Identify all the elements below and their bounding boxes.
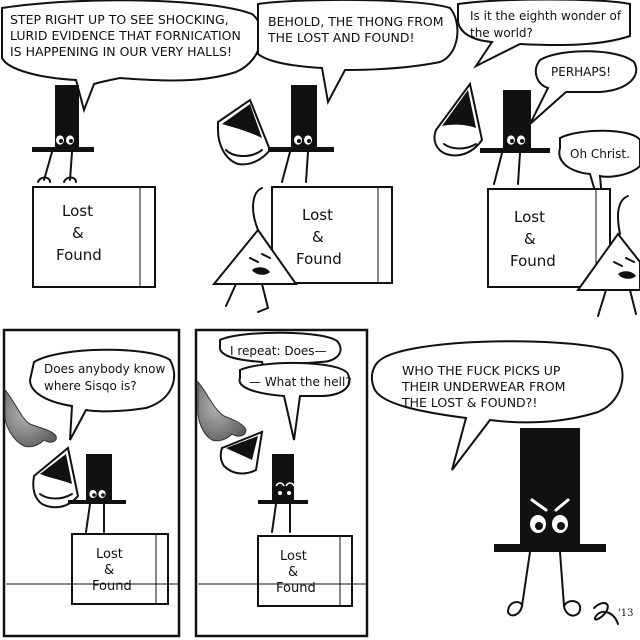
- speech-bubble-3c: [558, 129, 640, 223]
- box-label: &: [312, 228, 324, 246]
- speech-text: I repeat: Does—: [230, 344, 327, 358]
- speech-text: where Sisqo is?: [44, 379, 137, 393]
- speech-text: Is it the eighth wonder of: [470, 9, 622, 23]
- box-label: &: [288, 565, 298, 580]
- box-label: Lost: [280, 549, 307, 564]
- speech-text: Does anybody know: [44, 362, 165, 376]
- thong-held: [32, 446, 80, 509]
- arm: [197, 380, 247, 442]
- thong-held: [433, 81, 484, 157]
- panel-4: Does anybody know where Sisqo is? Lost &…: [2, 328, 181, 638]
- speech-bubble-2: [257, 0, 459, 106]
- thong-held: [217, 98, 272, 166]
- panel-1: STEP RIGHT UP TO SEE SHOCKING, LURID EVI…: [0, 0, 263, 288]
- box-label: Lost: [62, 202, 93, 220]
- panel-2: BEHOLD, THE THONG FROM THE LOST AND FOUN…: [211, 0, 459, 313]
- lost-and-found-box: Lost & Found: [32, 186, 156, 288]
- panel-6: WHO THE FUCK PICKS UP THEIR UNDERWEAR FR…: [370, 340, 633, 625]
- top-hat-character: [268, 85, 334, 183]
- top-hat-character: [32, 85, 94, 183]
- panel-3: Is it the eighth wonder of the world? PE…: [433, 0, 640, 317]
- box-label: Lost: [96, 547, 123, 562]
- lost-and-found-box: Lost & Found: [71, 533, 169, 605]
- speech-bubble-4: [28, 348, 176, 441]
- lost-and-found-box: Lost & Found: [271, 186, 393, 284]
- speech-bubble-5a: [218, 331, 342, 381]
- speech-text: — What the hell?: [249, 375, 352, 389]
- arm: [4, 388, 57, 448]
- speech-bubble-3a: [457, 0, 631, 69]
- speech-text: BEHOLD, THE THONG FROM: [268, 14, 444, 29]
- box-label: Lost: [514, 208, 545, 226]
- signature-year: '13: [618, 608, 633, 619]
- speech-bubble-3b: [529, 50, 637, 125]
- top-hat-character: [68, 454, 126, 533]
- box-label: &: [104, 563, 114, 578]
- speech-text: THE LOST AND FOUND!: [267, 30, 414, 45]
- thong-held: [219, 430, 264, 475]
- box-label: Found: [276, 581, 316, 596]
- speech-text: Oh Christ.: [570, 147, 630, 161]
- triangle-character: [211, 187, 298, 313]
- speech-text: THEIR UNDERWEAR FROM: [401, 379, 565, 394]
- top-hat-character: [258, 454, 308, 533]
- speech-bubble-1: [0, 0, 263, 114]
- lost-and-found-box: Lost & Found: [487, 188, 611, 288]
- box-label: Found: [510, 252, 556, 270]
- artist-signature: '13: [593, 602, 633, 625]
- speech-text: LURID EVIDENCE THAT FORNICATION: [10, 28, 241, 43]
- speech-bubble-5b: [238, 361, 351, 441]
- panel-5: I repeat: Does— — What the hell? Lost & …: [194, 328, 369, 638]
- box-label: Lost: [302, 206, 333, 224]
- speech-text: the world?: [470, 26, 533, 40]
- panel-border: [194, 328, 369, 638]
- triangle-character: [576, 195, 640, 317]
- speech-text: IS HAPPENING IN OUR VERY HALLS!: [10, 44, 232, 59]
- speech-text: STEP RIGHT UP TO SEE SHOCKING,: [10, 12, 229, 27]
- panel-border: [2, 328, 181, 638]
- speech-text: WHO THE FUCK PICKS UP: [402, 363, 561, 378]
- box-label: &: [72, 224, 84, 242]
- speech-text: PERHAPS!: [551, 65, 611, 79]
- box-label: Found: [56, 246, 102, 264]
- top-hat-character-angry: [494, 428, 606, 617]
- box-label: &: [524, 230, 536, 248]
- speech-bubble-6: [370, 340, 624, 471]
- top-hat-character: [480, 90, 550, 185]
- speech-text: THE LOST & FOUND?!: [401, 395, 537, 410]
- lost-and-found-box: Lost & Found: [257, 535, 353, 607]
- box-label: Found: [92, 579, 132, 594]
- box-label: Found: [296, 250, 342, 268]
